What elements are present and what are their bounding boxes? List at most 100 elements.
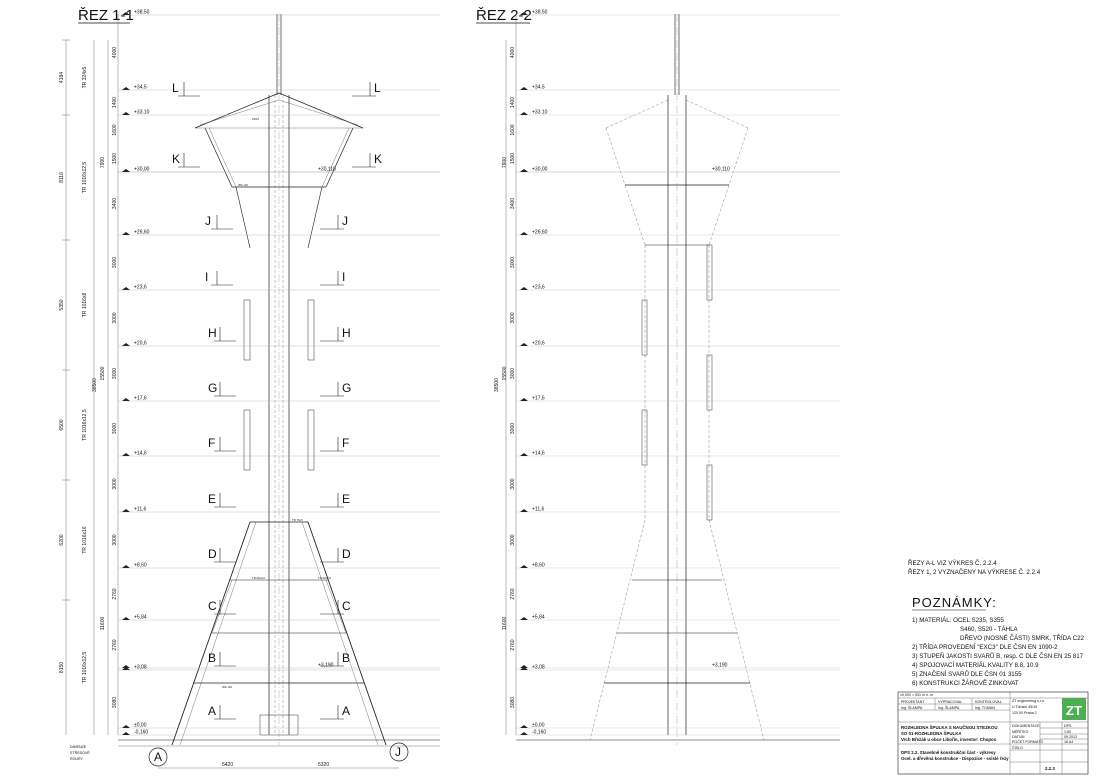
tb-info-value: 1:50 bbox=[1064, 730, 1071, 734]
segment-dim: 1500 bbox=[112, 153, 118, 164]
elevation-label: +11,6 bbox=[532, 507, 544, 513]
section-letter: I bbox=[342, 270, 345, 284]
segment-dim: 2760 bbox=[510, 588, 516, 599]
ref-line-1: ŘEZY A-L VIZ VÝKRES Č. 2.2.4 bbox=[908, 559, 997, 567]
grid-axis-j: J bbox=[395, 745, 401, 759]
section-letter: F bbox=[208, 436, 215, 450]
section-view-2-2: ŘEZ 2-2 +38.50+34.5+33.10+30,110+30,00+2… bbox=[476, 7, 840, 745]
elevation-label: +26,60 bbox=[134, 230, 150, 236]
grid-axis-a: A bbox=[154, 750, 162, 764]
elevation-label: -0,160 bbox=[134, 730, 148, 736]
tb-name-3: Ing. TOMAN bbox=[975, 706, 995, 710]
elevation-label: +33.10 bbox=[532, 110, 548, 116]
tb-info-label: DOKUMENTACE bbox=[1012, 724, 1040, 728]
company-logo-text: ZT bbox=[1066, 703, 1082, 718]
outer-dim: 8150 bbox=[59, 662, 65, 673]
elevation-label: +3,08 bbox=[532, 665, 545, 671]
dimenze-label-3: ROURY bbox=[70, 757, 84, 761]
segment-dim: 1400 bbox=[510, 97, 516, 108]
elevation-label: +23,6 bbox=[532, 285, 545, 291]
tb-col-vypracoval: VYPRACOVAL bbox=[938, 700, 962, 704]
ref-line-2: ŘEZY 1, 2 VYZNAČENY NA VÝKRESE Č. 2.2.4 bbox=[908, 568, 1041, 576]
elevation-label: +14,6 bbox=[532, 451, 545, 457]
elevation-label: +11,6 bbox=[134, 507, 146, 513]
dimenze-label-1: DIMENZE bbox=[70, 745, 87, 749]
segment-dim: 4000 bbox=[112, 47, 118, 58]
note-item: DŘEVO (NOSNÉ ČÁSTI) SMRK, TŘÍDA C22 bbox=[960, 634, 1085, 642]
tb-project-1: ROZHLEDNA ŠPULKA S NAUČNOU STEZKOU bbox=[901, 725, 998, 730]
notes-block: POZNÁMKY: 1) MATERIÁL: OCEL S235, S355S4… bbox=[912, 595, 1085, 687]
section-letter: L bbox=[374, 81, 381, 95]
group-dim: 38500 bbox=[494, 378, 500, 392]
elevation-label: +3,190 bbox=[318, 663, 334, 669]
tb-info-label: POČET FORMÁTŮ bbox=[1012, 739, 1043, 744]
section-view-1-1: ŘEZ 1-1 bbox=[59, 7, 440, 769]
column-size-label: TR 1016x8 bbox=[82, 293, 88, 318]
dimenze-label-2: STŘEDOVÉ bbox=[70, 750, 90, 755]
segment-dim: 1400 bbox=[112, 97, 118, 108]
outer-dim: 4184 bbox=[59, 72, 65, 83]
section-letter: L bbox=[172, 81, 179, 95]
group-dim: 38500 bbox=[92, 378, 98, 392]
note-item: 5) ZNAČENÍ SVARŮ DLE ČSN 01 3155 bbox=[912, 671, 1022, 678]
segment-dim: 3000 bbox=[510, 423, 516, 434]
elevation-label: ±0,00 bbox=[532, 723, 545, 729]
elevation-label: +34.5 bbox=[532, 85, 545, 91]
segment-dim: 2760 bbox=[510, 639, 516, 650]
elevation-label: +38.50 bbox=[134, 10, 150, 16]
member-label-tr60: TR 60x3,6 bbox=[252, 576, 265, 580]
right-segment-dims: 4000140016001500340030003000300030003000… bbox=[510, 47, 516, 708]
note-item: 1) MATERIÁL: OCEL S235, S355 bbox=[912, 617, 1004, 624]
segment-dim: 3000 bbox=[510, 534, 516, 545]
tb-col-kontroloval: KONTROLOVAL bbox=[975, 700, 1002, 704]
note-item: 3) STUPEŇ JAKOSTI SVARŮ B, resp. C DLE Č… bbox=[912, 653, 1084, 660]
section-letter: I bbox=[205, 270, 208, 284]
elevation-label: +3,190 bbox=[712, 663, 728, 669]
group-dim: 11600 bbox=[502, 617, 508, 631]
member-label-tr60-b: TR 60x3,6 bbox=[318, 576, 331, 580]
section-letter: A bbox=[208, 704, 216, 718]
segment-dim: 1600 bbox=[112, 124, 118, 135]
tb-project-3: Vrch Březák u obce Libořín, investor: Ch… bbox=[901, 737, 997, 742]
group-dim: 11600 bbox=[100, 617, 106, 631]
elevation-label: +30,00 bbox=[134, 167, 150, 173]
tb-drawing-2: Ocel. a dřevěná konstrukce - Dispozice -… bbox=[901, 756, 1009, 761]
segment-dim: 3000 bbox=[112, 257, 118, 268]
left-segment-dims: 4000140016001500340030003000300030003000… bbox=[112, 47, 118, 708]
elevation-label: +38.50 bbox=[532, 10, 548, 16]
group-dim: 7900 bbox=[100, 157, 106, 168]
segment-dim: 3000 bbox=[510, 478, 516, 489]
column-size-label: TR 1016x12,5 bbox=[82, 652, 88, 684]
member-label-ipe140: IPE 140 bbox=[222, 685, 232, 689]
tb-name-2: Ing. ŠLAMPA bbox=[938, 705, 960, 710]
section-letter: B bbox=[342, 651, 350, 665]
tb-info-value: DPS bbox=[1064, 724, 1072, 728]
outer-dim: 8116 bbox=[59, 172, 65, 183]
group-dim: 7900 bbox=[502, 157, 508, 168]
company-logo bbox=[1062, 698, 1086, 720]
references-note: ŘEZY A-L VIZ VÝKRES Č. 2.2.4 ŘEZY 1, 2 V… bbox=[908, 559, 1041, 576]
outer-dim: 6500 bbox=[59, 419, 65, 430]
tb-info-value: 16 A4 bbox=[1064, 740, 1073, 744]
notes-heading: POZNÁMKY: bbox=[912, 595, 997, 610]
section-letter: B bbox=[208, 651, 216, 665]
segment-dim: 3000 bbox=[510, 368, 516, 379]
tb-info-label: DATUM bbox=[1012, 735, 1025, 739]
section-letter: F bbox=[342, 436, 349, 450]
elevation-label: +5,84 bbox=[532, 615, 545, 621]
elevation-label: ±0,00 bbox=[134, 723, 147, 729]
segment-dim: 3000 bbox=[112, 534, 118, 545]
column-size-label: TR 1016x12,5 bbox=[82, 162, 88, 194]
segment-dim: 4000 bbox=[510, 47, 516, 58]
elevation-label: +30,110 bbox=[712, 167, 730, 173]
right-elevation-marks: +38.50+34.5+33.10+30,110+30,00+26,60+23,… bbox=[516, 10, 840, 736]
tb-drawing-1: DPS 2.2. Stavebně konstrukční část - výk… bbox=[901, 750, 996, 755]
section-letter: H bbox=[342, 326, 351, 340]
segment-dim: 2760 bbox=[112, 588, 118, 599]
elevation-label: +8,60 bbox=[134, 563, 147, 569]
segment-dim: 3000 bbox=[112, 312, 118, 323]
segment-dim: 3000 bbox=[510, 312, 516, 323]
